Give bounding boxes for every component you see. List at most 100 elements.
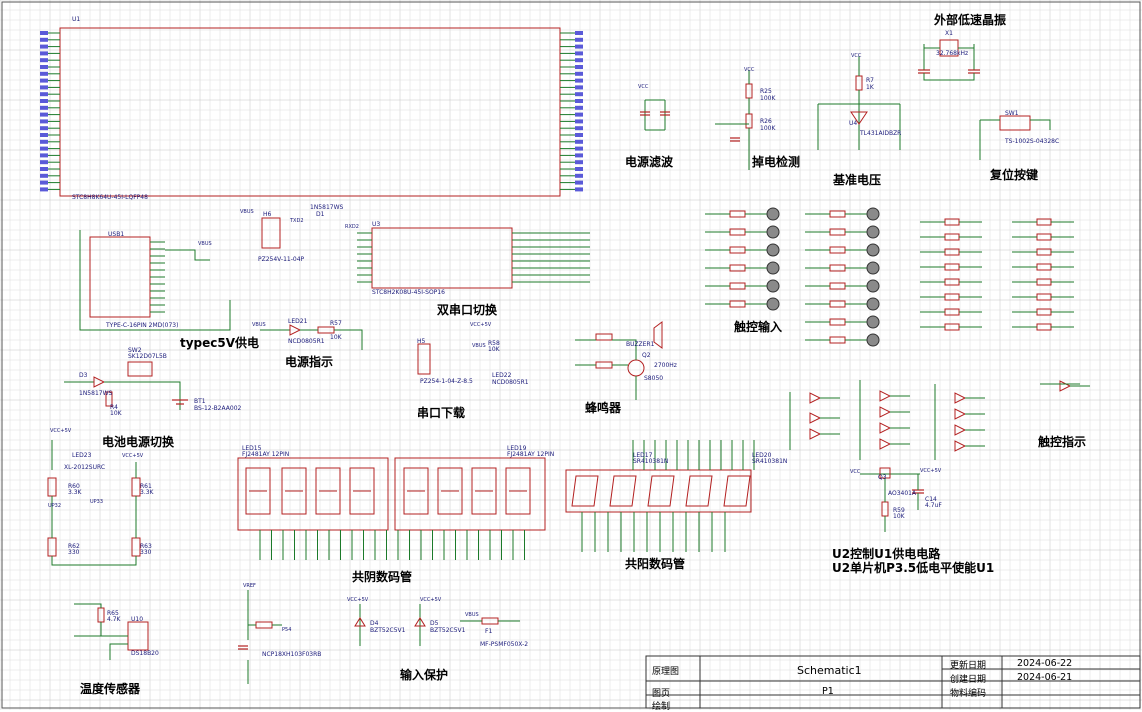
q3-ref: Q3 xyxy=(878,474,887,481)
net-vcc-vref: VCC xyxy=(851,53,862,59)
net-flag xyxy=(575,105,583,110)
led-symbol xyxy=(809,428,822,440)
net-flag xyxy=(40,119,48,124)
wire xyxy=(334,329,363,350)
wire xyxy=(79,230,231,331)
seven-seg-digit xyxy=(647,475,675,507)
section-touch-input: 触控输入 xyxy=(734,320,783,334)
net-flag xyxy=(575,153,583,158)
led-symbol xyxy=(879,406,892,418)
net-vcc5-u2: VCC+5V xyxy=(920,468,942,474)
u10-body xyxy=(127,621,149,651)
usb-ref: USB1 xyxy=(108,231,125,238)
led15-body xyxy=(237,457,389,531)
r59-body xyxy=(881,501,889,517)
buzzer-value: 2700Hz xyxy=(654,362,677,369)
net-flag xyxy=(40,160,48,165)
net-flag xyxy=(40,105,48,110)
r7-value: 1K xyxy=(866,84,874,91)
d4-ref: D4 xyxy=(370,620,379,627)
net-flag xyxy=(575,65,583,69)
r57-value: 10K xyxy=(330,334,342,341)
d3-ref: D3 xyxy=(79,372,88,379)
led-symbol xyxy=(879,390,892,402)
seven-seg-digit xyxy=(349,467,375,515)
r7-body xyxy=(855,75,863,91)
r65-ref: R65 xyxy=(107,610,119,617)
wire xyxy=(74,603,102,608)
r63-value: 330 xyxy=(140,549,152,556)
touch-pad xyxy=(766,207,780,221)
net-flag xyxy=(575,146,583,151)
buzzer-ref: BUZZER1 xyxy=(626,341,655,348)
x1-ref: X1 xyxy=(945,30,953,37)
net-vcc-u2: VCC xyxy=(850,469,861,475)
net-flag xyxy=(40,65,48,69)
wire xyxy=(109,643,128,660)
seven-seg-digit xyxy=(571,475,599,507)
net-up33: UP33 xyxy=(90,499,104,505)
r25-ref: R25 xyxy=(760,88,772,95)
tb-label-drawn-by: 绘制 xyxy=(652,702,671,712)
touch-resistor xyxy=(829,300,846,308)
net-flag xyxy=(40,153,48,158)
r23-body xyxy=(595,361,613,369)
touch-pad xyxy=(766,243,780,257)
touch-pad xyxy=(766,279,780,293)
r62-value: 330 xyxy=(68,549,80,556)
sw1-part: TS-1002S-04328C xyxy=(1005,138,1060,145)
net-vbus-led: VBUS xyxy=(252,322,266,328)
net-flag xyxy=(40,126,48,131)
section-input-protect: 输入保护 xyxy=(400,668,449,682)
r4-value: 10K xyxy=(110,410,122,417)
net-flag xyxy=(575,31,583,35)
r58-ref: R58 xyxy=(488,340,500,347)
r22-body xyxy=(595,333,613,341)
net-flag xyxy=(40,187,48,192)
r62-ref: R62 xyxy=(68,543,80,550)
q2-symbol xyxy=(627,359,645,377)
seven-seg-digit xyxy=(403,467,429,515)
touch-pad xyxy=(866,225,880,239)
led-symbol xyxy=(954,424,967,436)
touch-resistor xyxy=(829,210,846,218)
d3-part: 1N5817WS xyxy=(79,390,113,397)
net-flag xyxy=(575,51,583,56)
r61-ref: R61 xyxy=(140,483,152,490)
r61-value: 3.3K xyxy=(140,489,154,496)
led19-part: FJ2481AY 12PIN xyxy=(507,451,555,458)
net-flag xyxy=(40,173,48,178)
led19-ref: LED19 xyxy=(507,445,527,452)
f1-ref: F1 xyxy=(485,628,493,635)
d3-symbol xyxy=(93,376,106,388)
touch-resistor xyxy=(729,300,746,308)
net-vcc5-protect-2: VCC+5V xyxy=(420,597,442,603)
net-vcc-detect: VCC xyxy=(744,67,755,73)
seg-resistor xyxy=(1036,263,1052,271)
bt1-ref: BT1 xyxy=(194,398,206,405)
touch-pad xyxy=(866,261,880,275)
led20-ref: LED20 xyxy=(752,452,772,459)
h5-ref: H5 xyxy=(417,338,426,345)
ntc-body xyxy=(255,621,273,629)
r58-value: 10K xyxy=(488,346,500,353)
seg-resistor xyxy=(1036,323,1052,331)
touch-resistor xyxy=(829,282,846,290)
wire xyxy=(165,249,210,261)
net-flag xyxy=(575,112,583,117)
net-vbus-usb: VBUS xyxy=(198,241,212,247)
led-symbol xyxy=(289,324,302,336)
net-flag xyxy=(40,78,48,83)
net-flag xyxy=(575,92,583,97)
net-flag xyxy=(575,44,583,49)
tb-label-update-date: 更新日期 xyxy=(950,661,987,671)
r7-ref: R7 xyxy=(866,77,874,84)
led19-body xyxy=(394,457,546,531)
led20-part: SR410381N xyxy=(752,458,788,465)
net-vbus-h5: VBUS xyxy=(472,343,486,349)
usb-part: TYPE-C-16PIN 2MD(073) xyxy=(106,322,179,329)
u3-body xyxy=(371,227,513,289)
net-flag xyxy=(40,31,48,35)
seven-seg-digit xyxy=(437,467,463,515)
